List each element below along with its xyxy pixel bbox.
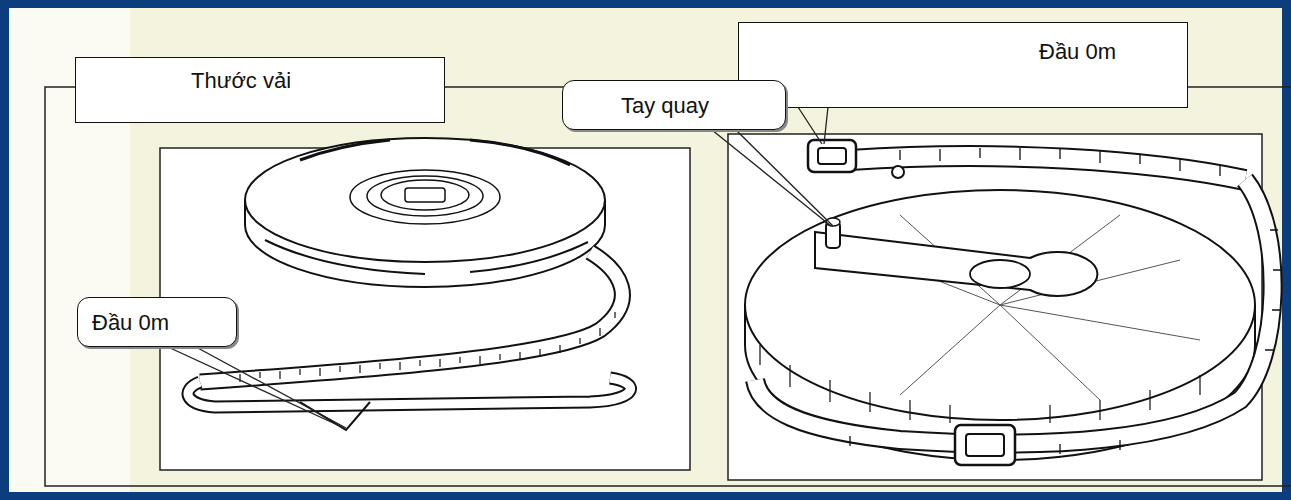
part-label: Đầu 0m [92, 310, 169, 335]
label-box: Thước vải [75, 57, 445, 123]
slide-ground [9, 8, 1282, 492]
tape-reel-right [745, 140, 1281, 465]
part-label: Đầu 0m [1039, 39, 1116, 64]
leader-line [168, 107, 833, 428]
picture-frame [160, 148, 690, 470]
part-label: Tay quay [621, 93, 709, 118]
callout-box: Đầu 0m [77, 297, 237, 347]
callout-box: Tay quay [562, 80, 786, 130]
group-bracket [45, 87, 1291, 486]
label-box: Đầu 0m [738, 22, 1188, 108]
part-label: Thước vải [191, 68, 291, 93]
